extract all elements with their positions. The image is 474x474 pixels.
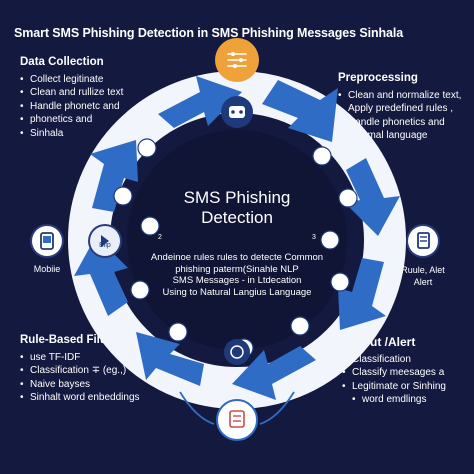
- center-title-line1: SMS Phishing: [183, 188, 291, 207]
- list-item: Apply predefined rules ,: [338, 102, 461, 116]
- center-title: SMS Phishing Detection: [160, 188, 314, 228]
- list-item: Classification ∓ (eg.,): [20, 364, 140, 378]
- list-item: use TF-IDF: [20, 351, 140, 365]
- document-icon: [130, 280, 150, 300]
- database-icon: [338, 188, 358, 208]
- arrow-segment: [232, 346, 316, 400]
- center-description: Andeinoe rules rules to detecte Common p…: [140, 252, 334, 298]
- list-item: Handle phonetics and: [338, 116, 461, 130]
- center-desc-line: Using to Natural Langius Language: [162, 286, 312, 298]
- alert-document-icon: [408, 226, 438, 256]
- center-desc-line: Andeinoe rules rules to detecte Common: [150, 252, 324, 263]
- alert-icon: [216, 399, 258, 441]
- list-item: Sinhala: [20, 127, 123, 141]
- flow-arrow: [179, 391, 215, 425]
- cloud-icon: [312, 146, 332, 166]
- arrow-segment: [90, 140, 138, 212]
- list-item: Clean and normalize text,: [338, 89, 461, 103]
- users-icon: [168, 322, 188, 342]
- list-item: Handle phonetc and: [20, 100, 123, 114]
- bug-icon: [140, 216, 160, 236]
- preprocessing-section: Preprocessing Clean and normalize text, …: [338, 72, 461, 143]
- phone-icon: [113, 186, 133, 206]
- arrow-segment: [346, 158, 400, 236]
- list-item: Clean and rullize text: [20, 86, 123, 100]
- list-item: phonetics and: [20, 113, 123, 127]
- rule-alert-label: Ruule, Alet Alert: [398, 264, 448, 288]
- list-item: informal language: [338, 129, 461, 143]
- center-disc: [127, 130, 347, 350]
- center-number-right: 3: [312, 234, 316, 241]
- list-item: Classification: [342, 353, 446, 367]
- brain-icon: [224, 339, 250, 365]
- preprocessing-heading: Preprocessing: [338, 72, 418, 84]
- center-desc-line: phishing paterm(Sinahle NLP: [175, 263, 299, 275]
- shield-icon: [320, 230, 340, 250]
- list-item: Legitimate or Sinhing: [342, 380, 446, 394]
- list-item: word emdlings: [342, 393, 446, 407]
- center-number-left: 2: [158, 234, 162, 241]
- data-collection-heading: Data Collection: [20, 56, 104, 68]
- center-desc-line: SMS Messages - in Ltdecation: [172, 275, 302, 286]
- preprocessing-list: Clean and normalize text, Apply predefin…: [338, 89, 461, 143]
- gear-icon: [90, 226, 120, 256]
- arrow-segment: [158, 76, 242, 128]
- output-list: Classification Classify meesages a Legit…: [342, 353, 446, 407]
- blip-label: Blip: [99, 242, 111, 249]
- arrow-segment: [262, 80, 338, 142]
- arrow-segment: [136, 332, 204, 386]
- list-item: Naive bayses: [20, 378, 140, 392]
- page-title: Smart SMS Phishing Detection in SMS Phis…: [14, 26, 404, 40]
- mobile-icon: [32, 226, 62, 256]
- rule-filtering-list: use TF-IDF Classification ∓ (eg.,) Naive…: [20, 351, 140, 405]
- data-collection-section: Data Collection Collect legitinate Clean…: [20, 56, 123, 140]
- flow-arrow: [259, 391, 295, 425]
- tablet-icon: [290, 316, 310, 336]
- list-item: Classify meesages a: [342, 366, 446, 380]
- list-item: Collect legitinate: [20, 73, 123, 87]
- rule-alert-line2: Alert: [413, 277, 433, 287]
- mobile-label: Mobiie: [33, 264, 61, 274]
- chat-icon: [137, 138, 157, 158]
- center-title-line2: Detection: [201, 208, 273, 227]
- ring-arrows: [74, 76, 400, 400]
- arrow-segment: [74, 236, 128, 316]
- arrow-segment: [338, 258, 386, 330]
- clipboard-icon: [330, 272, 350, 292]
- data-collection-list: Collect legitinate Clean and rullize tex…: [20, 73, 123, 141]
- rule-alert-line1: Ruule, Alet: [401, 265, 445, 275]
- list-item: Sinhalt word enbeddings: [20, 391, 140, 405]
